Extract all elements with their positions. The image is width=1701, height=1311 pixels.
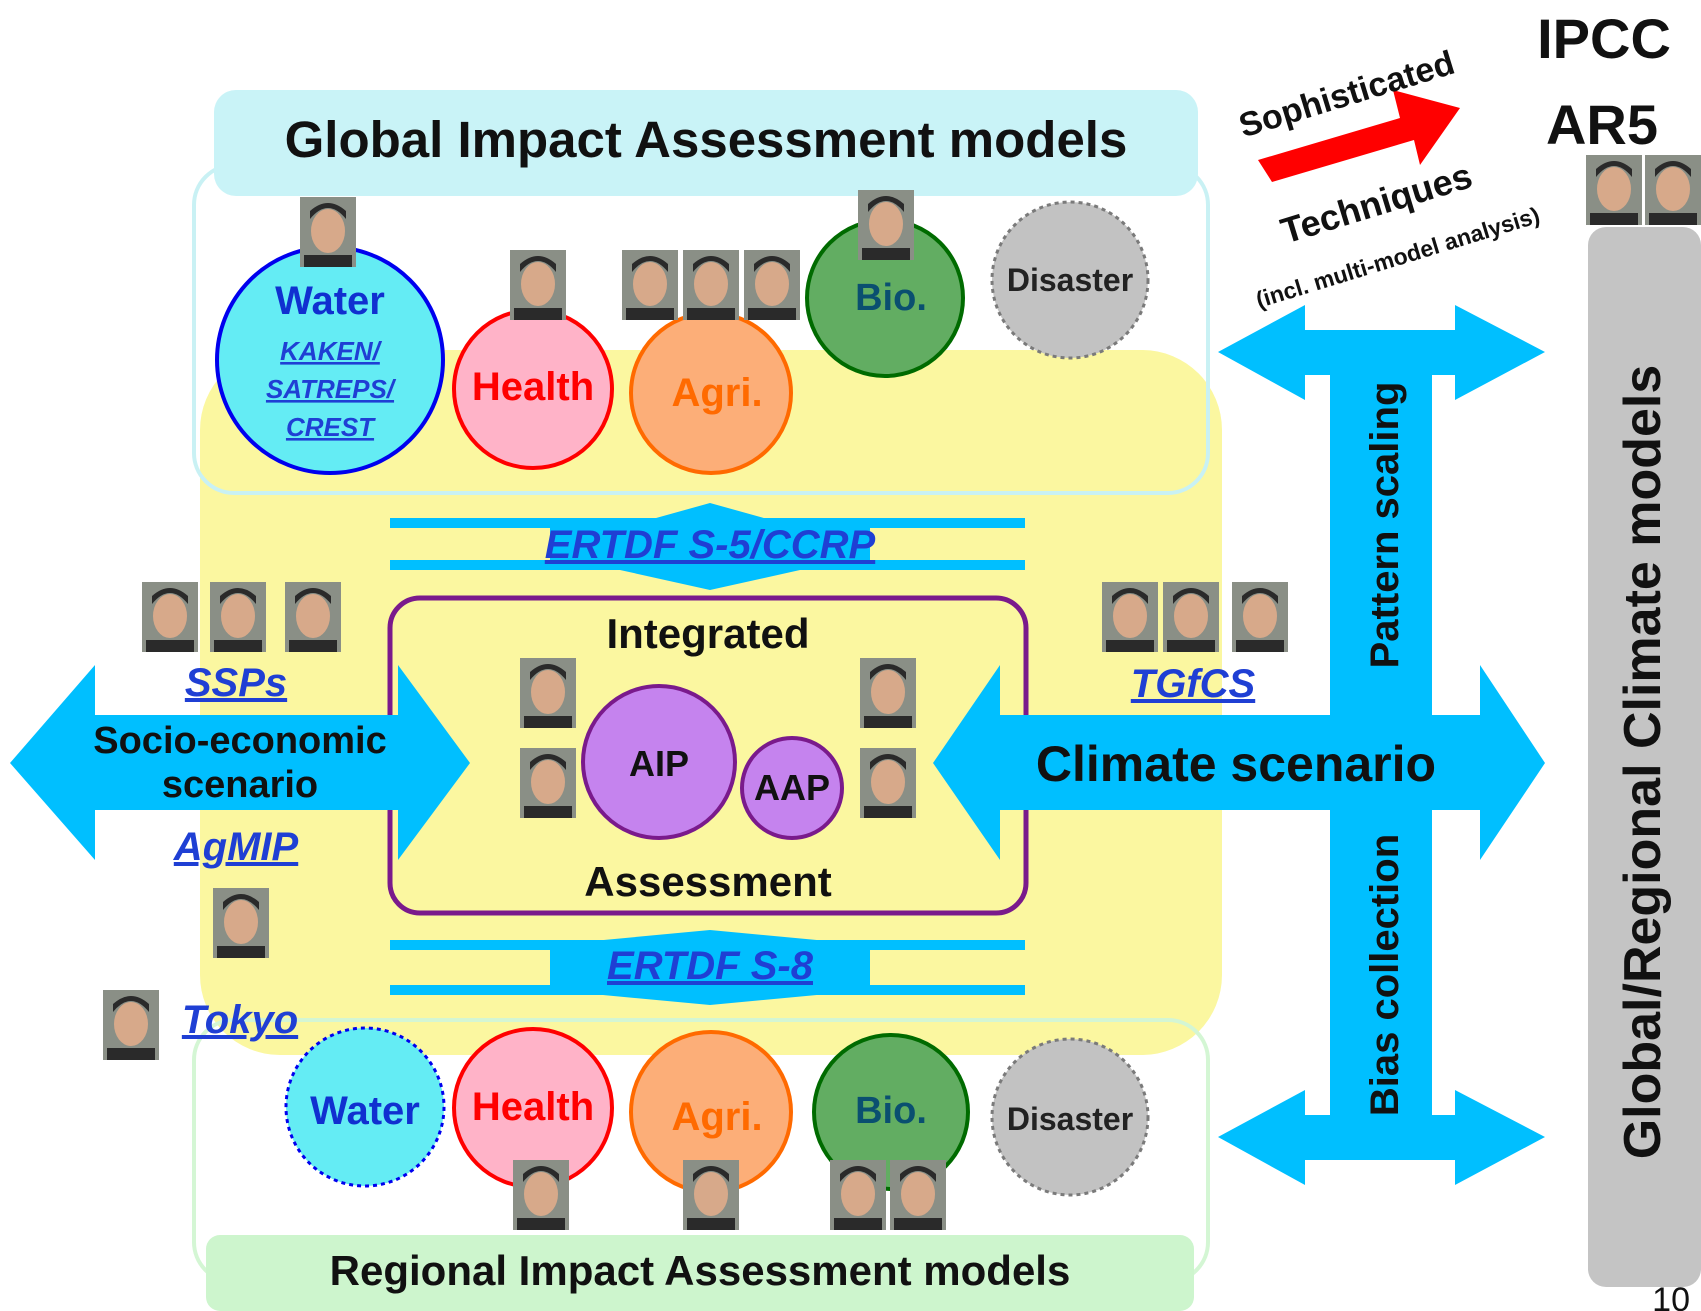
global-water-label: Water: [275, 279, 385, 323]
kaken-link[interactable]: KAKEN/: [280, 336, 382, 366]
integrated-label: Integrated: [606, 610, 809, 657]
climate-models-bar: [1588, 227, 1701, 1287]
sophisticated-red-arrow: [1258, 90, 1460, 182]
portrait-photo: [103, 990, 159, 1060]
socio-line1: Socio-economic: [93, 720, 387, 762]
ertdf-s8-arrow: [390, 930, 1025, 1005]
climate-cross-arrow: [933, 305, 1545, 1185]
portrait-photo: [683, 250, 739, 320]
socio-line2: scenario: [162, 764, 318, 806]
socio-economic-arrow: [10, 665, 470, 860]
portrait-photo: [830, 1160, 886, 1230]
ertdf-s5-link[interactable]: ERTDF S-5/CCRP: [545, 523, 876, 567]
climate-scenario-label: Climate scenario: [1036, 736, 1436, 792]
aip-label: AIP: [629, 743, 689, 784]
regional-bio-label: Bio.: [855, 1090, 927, 1132]
page-number: 10: [1652, 1281, 1690, 1311]
regional-header-box: [206, 1235, 1194, 1311]
portrait-photo: [860, 658, 916, 728]
regional-header: Regional Impact Assessment models: [330, 1247, 1071, 1294]
portrait-photo: [210, 582, 266, 652]
portrait-photo: [513, 1160, 569, 1230]
portrait-photo: [510, 250, 566, 320]
regional-health-label: Health: [472, 1085, 594, 1129]
global-agri-label: Agri.: [671, 371, 762, 415]
ertdf-s8-link[interactable]: ERTDF S-8: [607, 944, 814, 988]
global-sectors: Water KAKEN/ SATREPS/ CREST Health Agri.…: [215, 200, 1150, 475]
portrait-photo: [285, 582, 341, 652]
global-disaster-circle[interactable]: [990, 200, 1150, 360]
pattern-scaling-label: Pattern scaling: [1363, 382, 1407, 669]
aap-label: AAP: [754, 767, 830, 808]
global-bio-label: Bio.: [855, 277, 927, 319]
crest-link[interactable]: CREST: [286, 412, 376, 442]
aip-circle[interactable]: [581, 684, 737, 840]
portrait-photo: [300, 197, 356, 267]
climate-models-label: Global/Regional Climate models: [1614, 365, 1672, 1160]
assessment-label: Assessment: [584, 858, 831, 905]
regional-sectors: Water Health Agri. Bio. Disaster: [284, 1026, 1150, 1197]
global-header-box: [214, 90, 1198, 196]
portrait-photo: [1586, 155, 1642, 225]
global-header: Global Impact Assessment models: [285, 111, 1128, 168]
bias-collection-label: Bias collection: [1363, 834, 1407, 1116]
regional-agri-label: Agri.: [671, 1095, 762, 1139]
portrait-photo: [1232, 582, 1288, 652]
portrait-photo: [520, 658, 576, 728]
portrait-photo: [142, 582, 198, 652]
aap-circle[interactable]: [740, 736, 844, 840]
portrait-photo: [744, 250, 800, 320]
tokyo-link[interactable]: Tokyo: [182, 998, 298, 1042]
portrait-photo: [683, 1160, 739, 1230]
portrait-photo: [520, 748, 576, 818]
tgfcs-link[interactable]: TGfCS: [1131, 662, 1256, 706]
global-disaster-label: Disaster: [1007, 262, 1133, 298]
regional-water-circle[interactable]: [284, 1026, 446, 1188]
portrait-photo: [213, 888, 269, 958]
portrait-photo: [860, 748, 916, 818]
regional-disaster-label: Disaster: [1007, 1101, 1133, 1137]
ar5-label: AR5: [1546, 93, 1658, 156]
portrait-photo: [622, 250, 678, 320]
ssps-link[interactable]: SSPs: [185, 661, 287, 705]
regional-water-label: Water: [310, 1089, 420, 1133]
portrait-photo: [858, 190, 914, 260]
agmip-link[interactable]: AgMIP: [173, 825, 299, 869]
portrait-photo: [1102, 582, 1158, 652]
ertdf-s5-arrow: [390, 503, 1025, 590]
portrait-photo: [1645, 155, 1701, 225]
global-health-label: Health: [472, 365, 594, 409]
satreps-link[interactable]: SATREPS/: [266, 374, 397, 404]
portrait-photo: [890, 1160, 946, 1230]
ipcc-label: IPCC: [1537, 7, 1671, 70]
portrait-photo: [1163, 582, 1219, 652]
regional-disaster-circle[interactable]: [990, 1037, 1150, 1197]
